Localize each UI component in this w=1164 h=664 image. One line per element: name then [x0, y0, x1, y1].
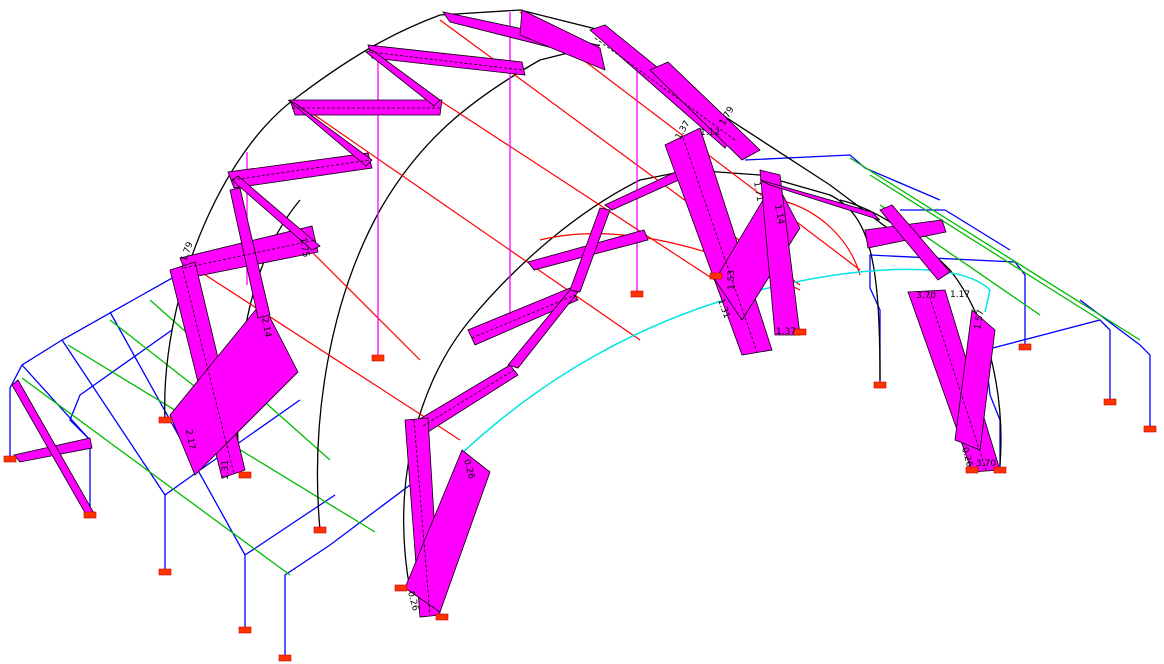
force-label: 1.31 [221, 460, 231, 480]
force-label: 1.17 [950, 290, 970, 300]
force-label: 3.70 [976, 459, 996, 469]
support-icon [1018, 343, 1032, 351]
support-icon [3, 455, 17, 463]
support-icon [993, 466, 1007, 474]
support-icon [394, 584, 408, 592]
force-label: 3.70 [916, 291, 936, 301]
support-icon [435, 613, 449, 621]
support-icon [83, 511, 97, 519]
support-icon [873, 381, 887, 389]
force-label: 1.37 [776, 327, 796, 337]
support-icon [238, 626, 252, 634]
support-icon [158, 568, 172, 576]
support-icon [1103, 398, 1117, 406]
support-icon [278, 654, 292, 662]
force-label: 1.79 [718, 105, 737, 128]
force-label: 1.12 [700, 128, 720, 138]
force-label: 1.57 [973, 309, 986, 330]
element-axes [181, 37, 987, 616]
support-icon [313, 526, 327, 534]
supports [3, 272, 1157, 662]
support-icon [965, 466, 979, 474]
support-icon [158, 416, 172, 424]
force-label: 2.14 [259, 317, 272, 339]
support-icon [630, 290, 644, 298]
force-label: 1.14 [772, 204, 785, 226]
force-label: 1.75 [297, 237, 310, 258]
force-label: 1.53 [727, 270, 737, 290]
support-icon [709, 272, 723, 280]
left-side-frame [9, 267, 431, 658]
support-icon [1143, 425, 1157, 433]
force-label: 1.71 [751, 181, 764, 202]
support-icon [238, 471, 252, 479]
force-label: 2.17 [183, 429, 196, 450]
support-icon [371, 354, 385, 362]
force-diagrams [11, 9, 1001, 618]
support-icon [793, 328, 807, 336]
right-side-frame [744, 154, 1151, 470]
